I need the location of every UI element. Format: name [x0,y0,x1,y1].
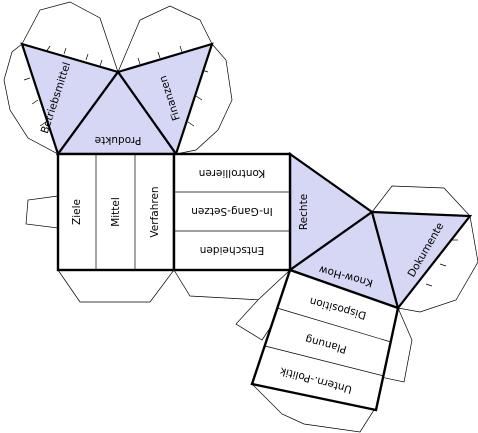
left-square [56,152,176,272]
flap-left-square-side [25,195,59,229]
label-left-strip-3: Verfahren [149,186,161,237]
label-produkte: Produkte [95,134,142,146]
label-middle-strip-1: Kontrollieren [199,167,265,179]
flap-left-square-bottom [57,269,175,303]
label-middle-strip-2: In-Gang-Setzen [191,205,272,217]
label-left-strip-1: Ziele [71,199,83,225]
bottom-square [250,268,400,412]
triangles [20,42,473,311]
glue-flaps [3,1,478,433]
label-left-strip-2: Mittel [110,197,122,227]
label-middle-strip-3: Entscheiden [200,244,264,256]
middle-square [172,152,292,272]
label-rechte: Rechte [298,194,310,230]
triangle-dokumente [370,210,473,311]
